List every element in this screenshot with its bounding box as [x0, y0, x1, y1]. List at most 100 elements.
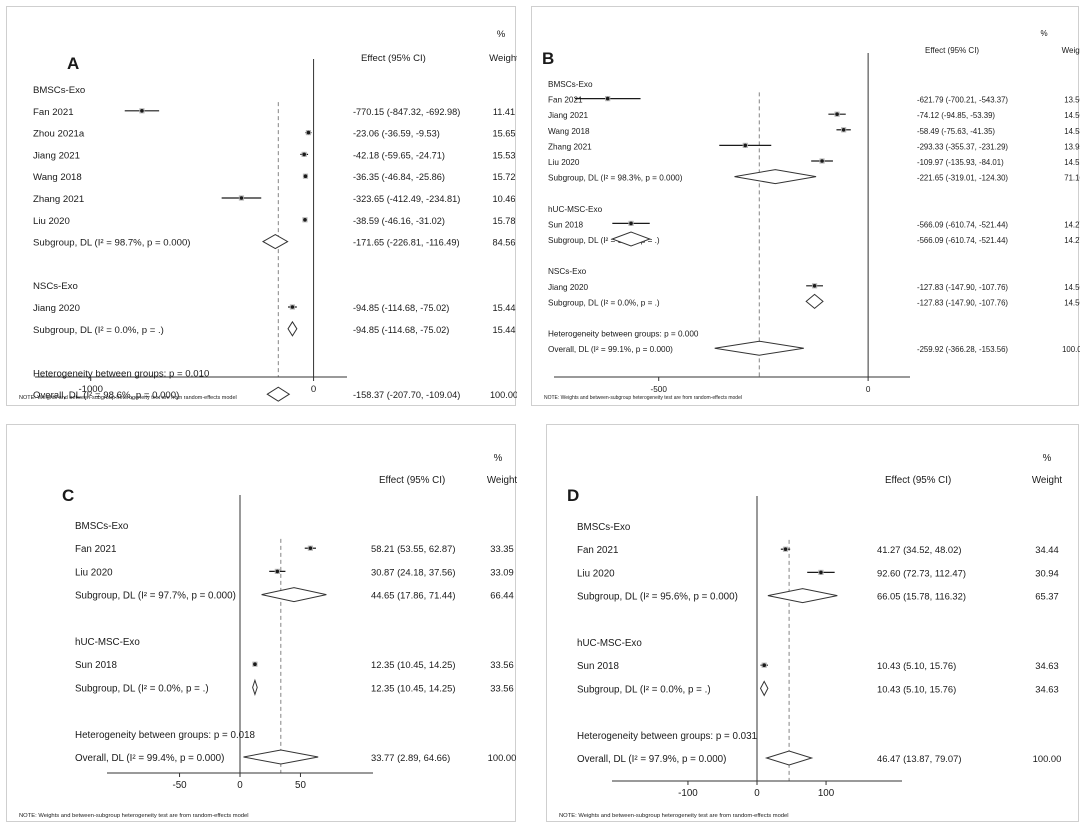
heterogeneity-text: Heterogeneity between groups: p = 0.018 — [75, 730, 256, 741]
weight-text: 100.00 — [1062, 345, 1080, 354]
effect-ci-text: -74.12 (-94.85, -53.39) — [917, 111, 995, 120]
point-estimate — [253, 662, 257, 666]
subgroup-diamond — [734, 169, 817, 185]
weight-text: 15.72 — [493, 172, 516, 182]
study-label: Fan 2021 — [548, 96, 583, 105]
x-tick-label: 0 — [311, 384, 316, 395]
panel-label: B — [542, 49, 554, 68]
point-estimate — [303, 174, 308, 178]
weight-text: 33.09 — [490, 566, 513, 577]
point-estimate — [290, 305, 295, 309]
weight-text: 15.53 — [493, 150, 516, 160]
subgroup-diamond — [287, 320, 298, 337]
weight-text: 66.44 — [490, 590, 513, 601]
effect-ci-text: 12.35 (10.45, 14.25) — [371, 682, 455, 693]
subgroup-label: Subgroup, DL (I² = 97.7%, p = 0.000) — [75, 591, 236, 602]
weight-text: 33.35 — [490, 543, 513, 554]
x-tick-label: 50 — [295, 780, 306, 791]
header-effect: Effect (95% CI) — [379, 475, 445, 486]
x-tick-label: -1000 — [78, 384, 103, 395]
effect-ci-text: -158.37 (-207.70, -109.04) — [353, 390, 460, 400]
header-percent: % — [494, 453, 503, 464]
weight-text: 14.56 — [1064, 298, 1080, 307]
study-label: Sun 2018 — [577, 661, 619, 672]
effect-ci-text: 10.43 (5.10, 15.76) — [877, 660, 956, 671]
effect-ci-text: -566.09 (-610.74, -521.44) — [917, 236, 1008, 245]
study-label: Jiang 2021 — [33, 150, 80, 161]
subgroup-diamond — [805, 293, 824, 310]
footnote: NOTE: Weights and between-subgroup heter… — [559, 813, 789, 819]
study-label: Jiang 2020 — [33, 303, 80, 314]
weight-text: 14.56 — [1064, 111, 1080, 120]
panel-label: C — [62, 486, 74, 505]
weight-text: 34.44 — [1035, 544, 1058, 555]
overall-label: Overall, DL (I² = 99.4%, p = 0.000) — [75, 753, 224, 764]
group-label: NSCs-Exo — [33, 281, 78, 292]
weight-text: 34.63 — [1035, 660, 1058, 671]
study-label: Fan 2021 — [577, 545, 618, 556]
overall-label: Overall, DL (I² = 99.1%, p = 0.000) — [548, 345, 673, 354]
study-label: Liu 2020 — [548, 158, 580, 167]
x-tick-label: 100 — [818, 788, 835, 799]
weight-text: 100.00 — [1033, 753, 1062, 764]
effect-ci-text: -221.65 (-319.01, -124.30) — [917, 174, 1008, 183]
point-estimate — [275, 569, 280, 574]
effect-ci-text: 10.43 (5.10, 15.76) — [877, 683, 956, 694]
subgroup-label: Subgroup, DL (I² = 95.6%, p = 0.000) — [577, 592, 738, 603]
overall-diamond — [243, 749, 319, 765]
point-estimate — [303, 218, 307, 222]
x-tick-label: -100 — [678, 788, 698, 799]
point-estimate — [140, 109, 144, 113]
weight-text: 14.58 — [1064, 127, 1080, 136]
header-percent: % — [497, 29, 506, 40]
weight-text: 13.56 — [1064, 96, 1080, 105]
point-estimate — [302, 152, 306, 157]
weight-text: 34.63 — [1035, 683, 1058, 694]
weight-text: 100.00 — [490, 390, 517, 400]
overall-label: Overall, DL (I² = 97.9%, p = 0.000) — [577, 754, 726, 765]
header-effect: Effect (95% CI) — [361, 53, 426, 64]
x-tick-label: -500 — [651, 385, 668, 394]
subgroup-label: Subgroup, DL (I² = 0.0%, p = .) — [548, 298, 660, 307]
effect-ci-text: -323.65 (-412.49, -234.81) — [353, 194, 460, 204]
group-label: hUC-MSC-Exo — [548, 205, 603, 214]
overall-label: Overall, DL (I² = 98.6%, p = 0.000) — [33, 390, 179, 401]
footnote: NOTE: Weights and between-subgroup heter… — [19, 813, 249, 819]
x-tick-label: -50 — [172, 780, 187, 791]
weight-text: 14.56 — [1064, 283, 1080, 292]
study-label: Zhang 2021 — [33, 194, 84, 205]
weight-text: 15.65 — [493, 129, 516, 139]
subgroup-label: Subgroup, DL (I² = 0.0%, p = .) — [33, 325, 164, 336]
weight-text: 30.94 — [1035, 567, 1058, 578]
weight-text: 14.51 — [1064, 158, 1080, 167]
header-percent: % — [1040, 29, 1047, 38]
weight-text: 15.78 — [493, 216, 516, 226]
point-estimate — [783, 547, 788, 551]
point-estimate — [820, 159, 824, 163]
point-estimate — [841, 128, 846, 132]
subgroup-diamond — [262, 234, 289, 250]
group-label: BMSCs-Exo — [548, 80, 593, 89]
effect-ci-text: 58.21 (53.55, 62.87) — [371, 543, 455, 554]
x-tick-label: 0 — [754, 788, 760, 799]
subgroup-label: Subgroup, DL (I² = 98.3%, p = 0.000) — [548, 174, 683, 183]
study-label: Wang 2018 — [33, 172, 82, 183]
header-percent: % — [1043, 453, 1052, 464]
study-label: Wang 2018 — [548, 127, 590, 136]
study-label: Liu 2020 — [577, 568, 615, 579]
weight-text: 14.27 — [1064, 236, 1080, 245]
point-estimate — [762, 663, 767, 667]
group-label: BMSCs-Exo — [577, 522, 631, 533]
effect-ci-text: -94.85 (-114.68, -75.02) — [353, 325, 449, 335]
header-effect: Effect (95% CI) — [925, 46, 979, 55]
group-label: hUC-MSC-Exo — [577, 638, 642, 649]
study-label: Fan 2021 — [33, 107, 74, 118]
effect-ci-text: -293.33 (-355.37, -231.29) — [917, 142, 1008, 151]
subgroup-label: Subgroup, DL (I² = 0.0%, p = .) — [548, 236, 660, 245]
overall-diamond — [764, 750, 814, 766]
weight-text: 10.46 — [493, 194, 516, 204]
effect-ci-text: -171.65 (-226.81, -116.49) — [353, 238, 460, 248]
